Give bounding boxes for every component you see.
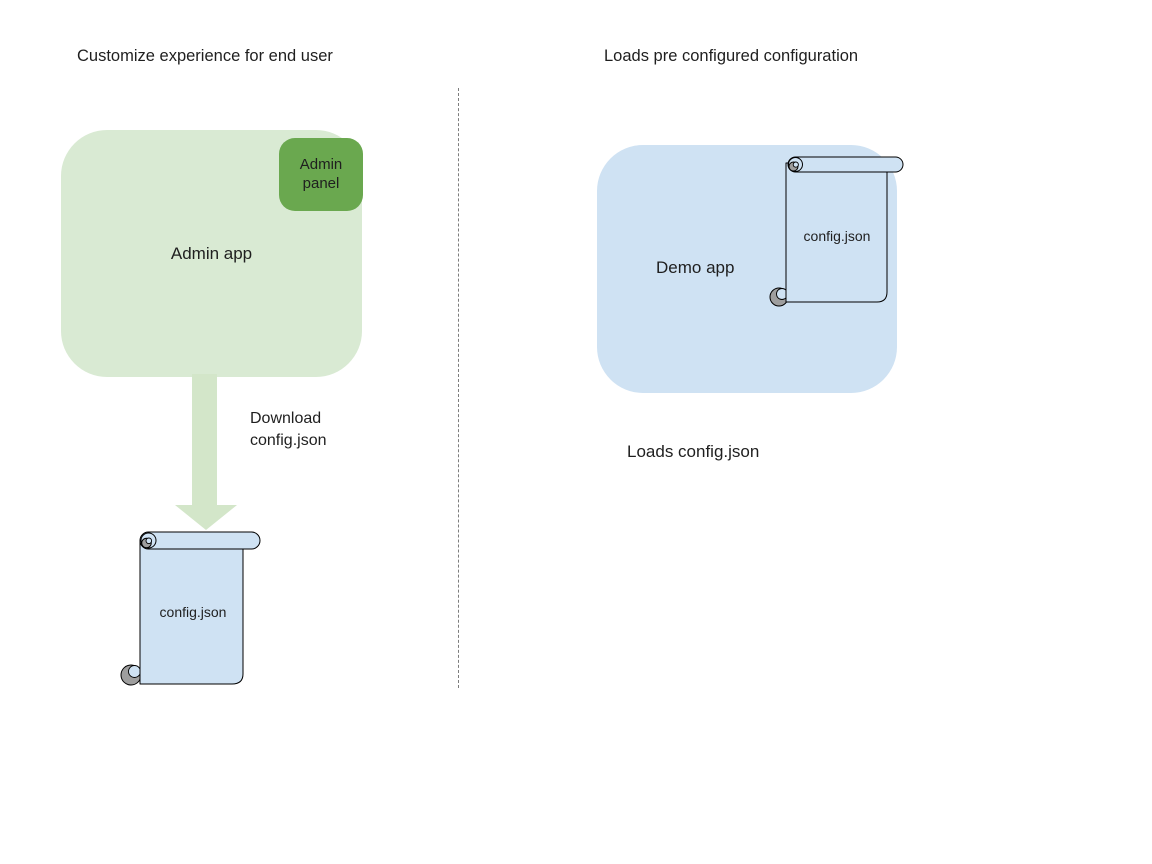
download-arrow-label: Download config.json — [250, 410, 327, 449]
section-divider-line — [458, 88, 459, 688]
loads-config-caption: Loads config.json — [627, 442, 760, 461]
admin-panel-label: Admin panel — [299, 155, 343, 192]
download-arrow-icon — [175, 374, 237, 530]
right-section-title: Loads pre configured configuration — [604, 47, 859, 65]
config-json-scroll-icon — [120, 531, 261, 686]
config-json-scroll-icon — [769, 156, 904, 307]
config-json-label: config.json — [803, 228, 871, 244]
admin-app-label: Admin app — [170, 243, 253, 263]
left-section-title: Customize experience for end user — [77, 47, 333, 65]
admin-panel-badge: Admin panel — [279, 138, 363, 211]
config-json-label: config.json — [159, 604, 227, 620]
admin-app-box: Admin app Admin panel — [61, 130, 363, 377]
demo-app-label: Demo app — [656, 258, 735, 277]
